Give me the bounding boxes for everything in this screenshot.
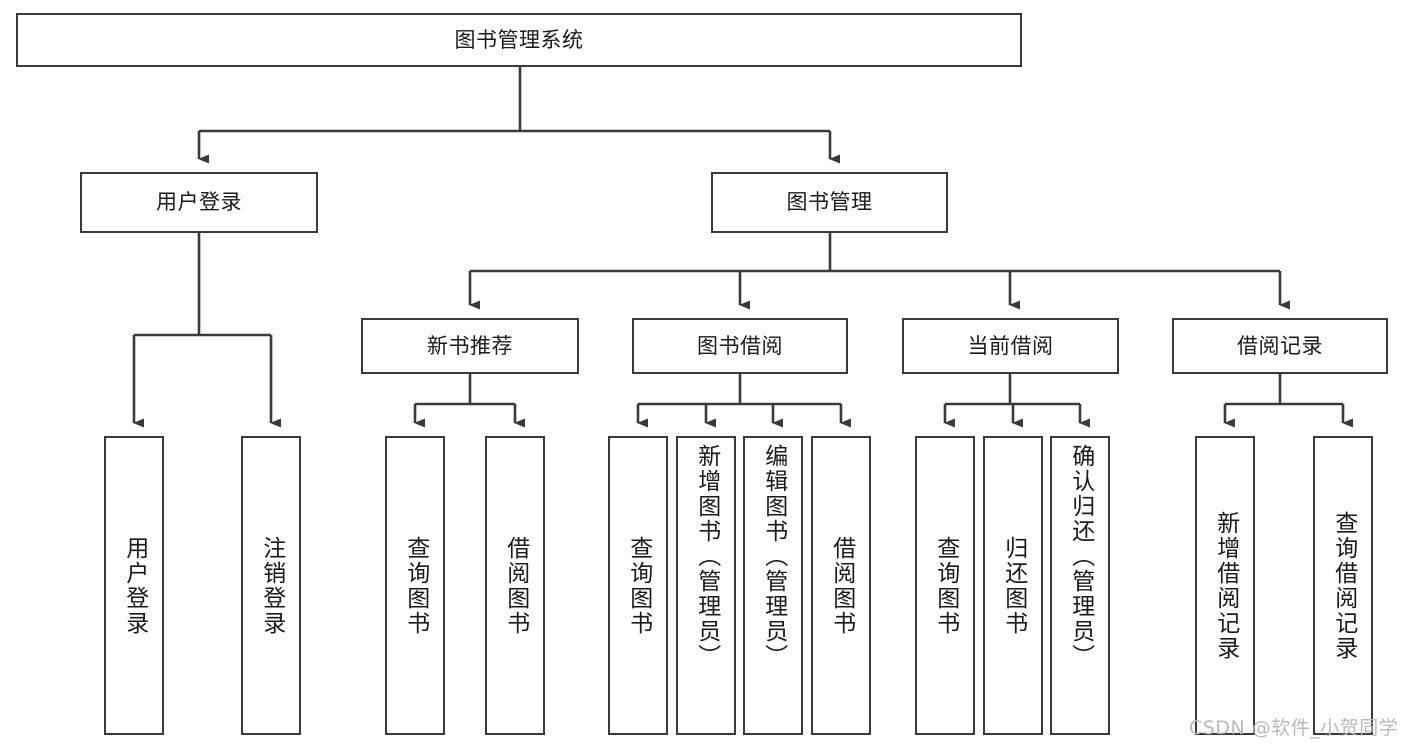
leaf-return-book[interactable]: 归还图书 — [983, 436, 1043, 735]
node-label: 借阅图书 — [828, 535, 855, 636]
node-root-system[interactable]: 图书管理系统 — [16, 13, 1022, 67]
node-label: 确认归还（管理员） — [1067, 444, 1094, 669]
node-label: 编辑图书（管理员） — [760, 444, 787, 669]
node-borrow-record[interactable]: 借阅记录 — [1172, 318, 1388, 374]
node-label: 新增借阅记录 — [1212, 510, 1239, 661]
leaf-query-borrow-record[interactable]: 查询借阅记录 — [1313, 436, 1373, 735]
leaf-query-book-recommend[interactable]: 查询图书 — [385, 436, 445, 735]
node-label: 图书管理 — [786, 190, 873, 215]
node-label: 新书推荐 — [427, 333, 513, 358]
node-label: 查询图书 — [932, 535, 959, 636]
node-label: 借阅记录 — [1237, 333, 1323, 358]
leaf-borrow-book-recommend[interactable]: 借阅图书 — [485, 436, 545, 735]
node-label: 用户登录 — [121, 535, 148, 636]
leaf-borrow-book[interactable]: 借阅图书 — [811, 436, 871, 735]
node-label: 注销登录 — [258, 535, 285, 636]
leaf-user-login[interactable]: 用户登录 — [104, 436, 164, 735]
leaf-add-book-admin[interactable]: 新增图书（管理员） — [676, 436, 736, 735]
leaf-edit-book-admin[interactable]: 编辑图书（管理员） — [743, 436, 803, 735]
leaf-query-book-current[interactable]: 查询图书 — [915, 436, 975, 735]
leaf-add-borrow-record[interactable]: 新增借阅记录 — [1195, 436, 1255, 735]
leaf-user-logout[interactable]: 注销登录 — [241, 436, 301, 735]
node-user-login[interactable]: 用户登录 — [80, 172, 318, 233]
leaf-confirm-return-admin[interactable]: 确认归还（管理员） — [1050, 436, 1110, 735]
node-book-borrow[interactable]: 图书借阅 — [632, 318, 848, 374]
node-current-borrow[interactable]: 当前借阅 — [902, 318, 1119, 374]
leaf-query-book-borrow[interactable]: 查询图书 — [608, 436, 668, 735]
node-label: 查询图书 — [625, 535, 652, 636]
node-label: 当前借阅 — [967, 333, 1054, 358]
node-label: 归还图书 — [1000, 535, 1027, 636]
node-new-book-recommend[interactable]: 新书推荐 — [361, 318, 579, 374]
node-label: 查询图书 — [402, 535, 429, 636]
node-label: 新增图书（管理员） — [693, 444, 720, 669]
node-label: 借阅图书 — [502, 535, 529, 636]
node-label: 查询借阅记录 — [1330, 510, 1357, 661]
node-label: 用户登录 — [156, 190, 242, 215]
node-label: 图书借阅 — [697, 333, 783, 358]
node-label: 图书管理系统 — [454, 27, 584, 52]
node-book-management[interactable]: 图书管理 — [711, 172, 948, 233]
csdn-watermark: CSDN @软件_小贺同学 — [1189, 717, 1399, 739]
